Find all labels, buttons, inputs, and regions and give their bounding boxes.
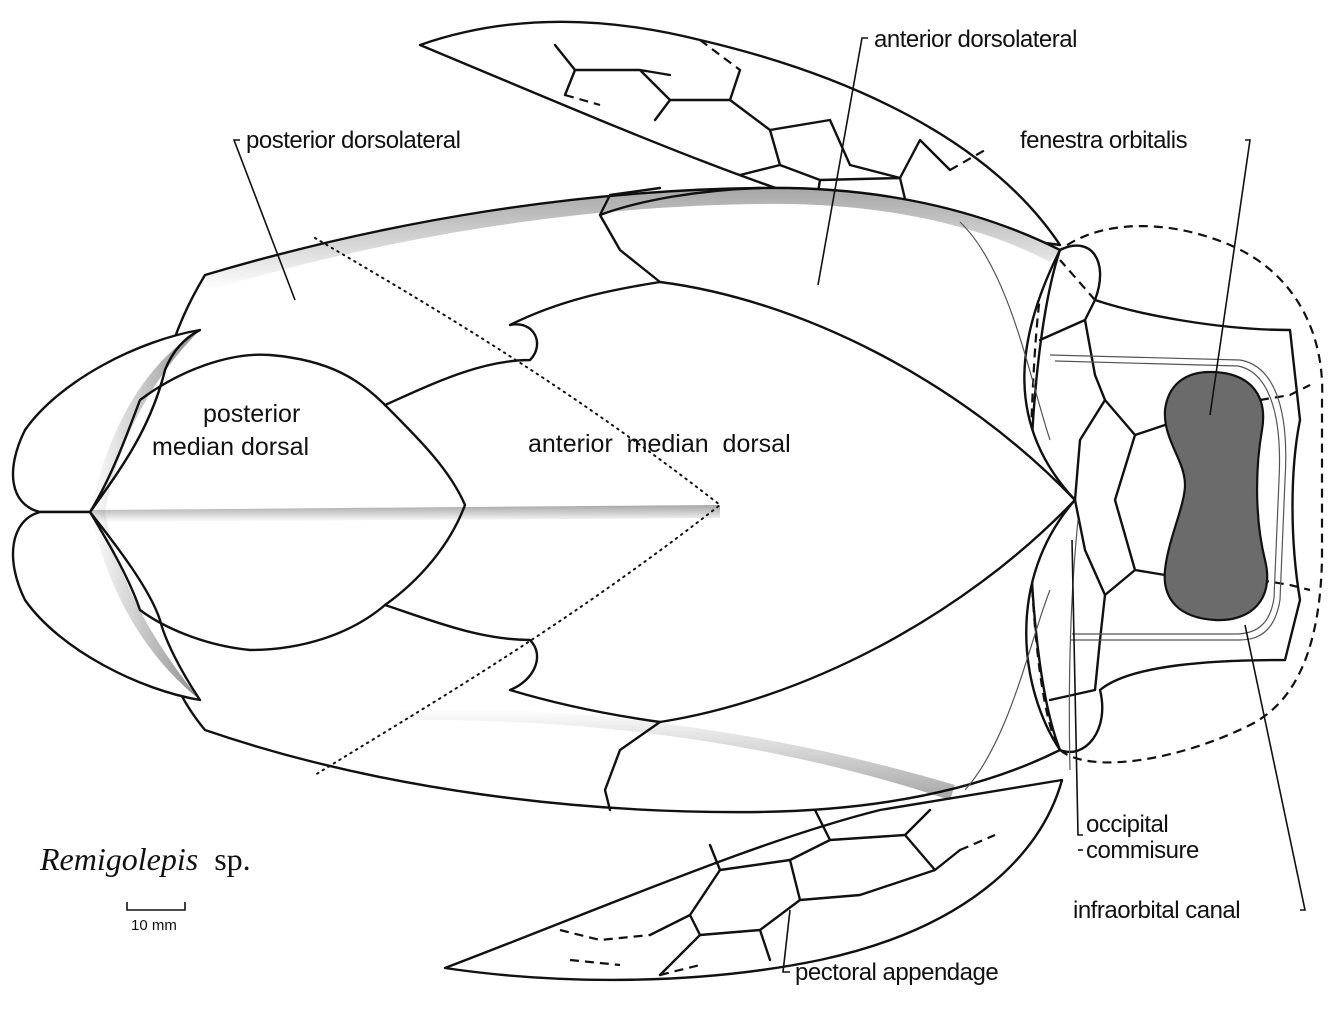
scale-bar-label: 10 mm bbox=[131, 917, 177, 934]
head-shield bbox=[1028, 225, 1324, 771]
label-posterior-median-dorsal-line1: posterior bbox=[203, 400, 300, 428]
label-occipital-commisure-line1: occipital bbox=[1086, 811, 1168, 838]
label-posterior-median-dorsal-line2: median dorsal bbox=[152, 433, 309, 461]
label-fenestra-orbitalis: fenestra orbitalis bbox=[1020, 127, 1188, 154]
label-occipital-commisure-line2: commisure bbox=[1086, 837, 1199, 864]
svg-text:Remigolepis sp.: Remigolepis sp. bbox=[39, 841, 251, 877]
label-pectoral-appendage: pectoral appendage bbox=[795, 959, 998, 986]
label-anterior-dorsolateral: anterior dorsolateral bbox=[874, 26, 1077, 53]
label-anterior-median-dorsal: anterior median dorsal bbox=[528, 430, 791, 458]
leader-lines bbox=[232, 37, 1306, 973]
lower-pectoral-appendage bbox=[443, 778, 1064, 982]
trunk-armour bbox=[11, 186, 1077, 814]
label-infraorbital-canal: infraorbital canal bbox=[1073, 897, 1240, 924]
label-posterior-dorsolateral: posterior dorsolateral bbox=[246, 127, 460, 154]
fenestra-orbitalis-shape bbox=[1163, 370, 1269, 622]
species-genus: Remigolepis bbox=[39, 841, 198, 877]
scale-bar bbox=[126, 902, 186, 911]
species-caption: Remigolepis sp. 10 mm bbox=[39, 841, 251, 934]
diagram-labels: anterior dorsolateral posterior dorsolat… bbox=[152, 26, 1241, 986]
species-suffix: sp. bbox=[214, 841, 250, 877]
upper-pectoral-appendage bbox=[418, 20, 1062, 247]
